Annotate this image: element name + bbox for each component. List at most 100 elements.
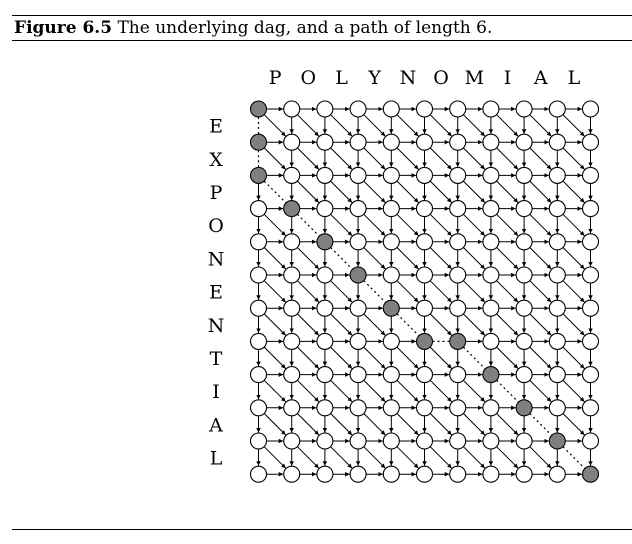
grid-node xyxy=(449,200,467,218)
path-node xyxy=(581,465,600,483)
top-letter: O xyxy=(301,67,317,89)
diagonal-edge xyxy=(562,379,585,403)
grid-node xyxy=(581,133,600,151)
grid-node xyxy=(316,299,334,317)
grid-node xyxy=(249,465,268,483)
left-letter: T xyxy=(210,348,223,370)
diagonal-edge xyxy=(263,213,287,237)
grid-node xyxy=(482,299,500,317)
grid-node xyxy=(349,166,367,184)
diagonal-edge xyxy=(263,446,287,469)
diagonal-edge xyxy=(297,247,320,270)
diagonal-edge xyxy=(330,413,353,436)
grid-node xyxy=(349,299,367,317)
grid-node xyxy=(382,100,400,118)
diagonal-edge xyxy=(562,346,585,369)
top-letter: M xyxy=(465,67,484,89)
grid-node xyxy=(482,332,500,350)
grid-node xyxy=(415,299,434,317)
grid-node xyxy=(316,200,334,218)
grid-node xyxy=(548,100,566,118)
diagonal-edge xyxy=(562,413,585,436)
grid-node xyxy=(382,332,400,350)
diagonal-edge xyxy=(263,313,287,336)
grid-node xyxy=(515,200,533,218)
grid-node xyxy=(548,399,566,417)
path-node xyxy=(249,166,268,184)
grid-node xyxy=(349,432,367,450)
grid-node xyxy=(482,100,500,118)
grid-node xyxy=(415,166,434,184)
diagonal-edge xyxy=(363,180,386,203)
path-edge xyxy=(296,213,320,237)
diagonal-edge xyxy=(463,379,486,403)
grid-node xyxy=(548,366,566,384)
diagonal-edge xyxy=(429,280,453,303)
grid-node xyxy=(581,332,600,350)
diagonal-edge xyxy=(297,280,320,303)
diagonal-edge xyxy=(529,313,552,336)
left-letter: O xyxy=(208,215,224,237)
diagonal-edge xyxy=(496,413,519,436)
diagonal-edge xyxy=(330,114,353,137)
left-letter: N xyxy=(208,315,225,337)
diagonal-edge xyxy=(463,413,486,436)
grid-node xyxy=(249,233,268,251)
grid-node xyxy=(548,465,566,483)
diagonal-edge xyxy=(562,280,585,303)
diagonal-edge xyxy=(496,147,519,170)
bottom-rule xyxy=(12,529,632,530)
grid-node xyxy=(316,332,334,350)
diagonal-edge xyxy=(363,313,386,336)
grid-node xyxy=(581,366,600,384)
diagonal-edge xyxy=(562,213,585,237)
path-node xyxy=(548,432,566,450)
diagonal-edge xyxy=(496,213,519,237)
grid-node xyxy=(415,432,434,450)
path-node xyxy=(449,332,467,350)
grid-node xyxy=(581,266,600,284)
grid-node xyxy=(316,266,334,284)
diagonal-edge xyxy=(330,180,353,203)
diagonal-edge xyxy=(330,346,353,369)
grid-node xyxy=(548,299,566,317)
diagonal-edge xyxy=(297,446,320,469)
grid-node xyxy=(515,100,533,118)
grid-node xyxy=(548,200,566,218)
diagonal-edge xyxy=(363,147,386,170)
diagonal-edge xyxy=(363,213,386,237)
grid-node xyxy=(581,432,600,450)
diagonal-edge xyxy=(263,247,287,270)
path-node xyxy=(415,332,434,350)
grid-node xyxy=(515,432,533,450)
path-edge xyxy=(562,446,585,469)
grid-node xyxy=(548,332,566,350)
diagonal-edge xyxy=(496,446,519,469)
grid-node xyxy=(382,266,400,284)
diagonal-edge xyxy=(463,247,486,270)
path-node xyxy=(482,366,500,384)
grid-node xyxy=(515,266,533,284)
path-edge xyxy=(263,180,287,204)
grid-node xyxy=(482,266,500,284)
grid-node xyxy=(581,200,600,218)
grid-node xyxy=(349,399,367,417)
grid-node xyxy=(548,133,566,151)
diagonal-edge xyxy=(562,180,585,203)
grid-node xyxy=(382,166,400,184)
diagonal-edge xyxy=(496,247,519,270)
diagonal-edge xyxy=(562,114,585,137)
grid-node xyxy=(316,166,334,184)
grid-node xyxy=(249,332,268,350)
diagonal-edge xyxy=(330,379,353,403)
diagonal-edge xyxy=(263,280,287,303)
path-edge xyxy=(396,313,419,336)
grid-node xyxy=(382,465,400,483)
grid-node xyxy=(316,133,334,151)
diagonal-edge xyxy=(330,446,353,469)
grid-node xyxy=(515,465,533,483)
diagonal-edge xyxy=(529,147,552,170)
path-edge xyxy=(363,280,386,303)
grid-node xyxy=(449,432,467,450)
